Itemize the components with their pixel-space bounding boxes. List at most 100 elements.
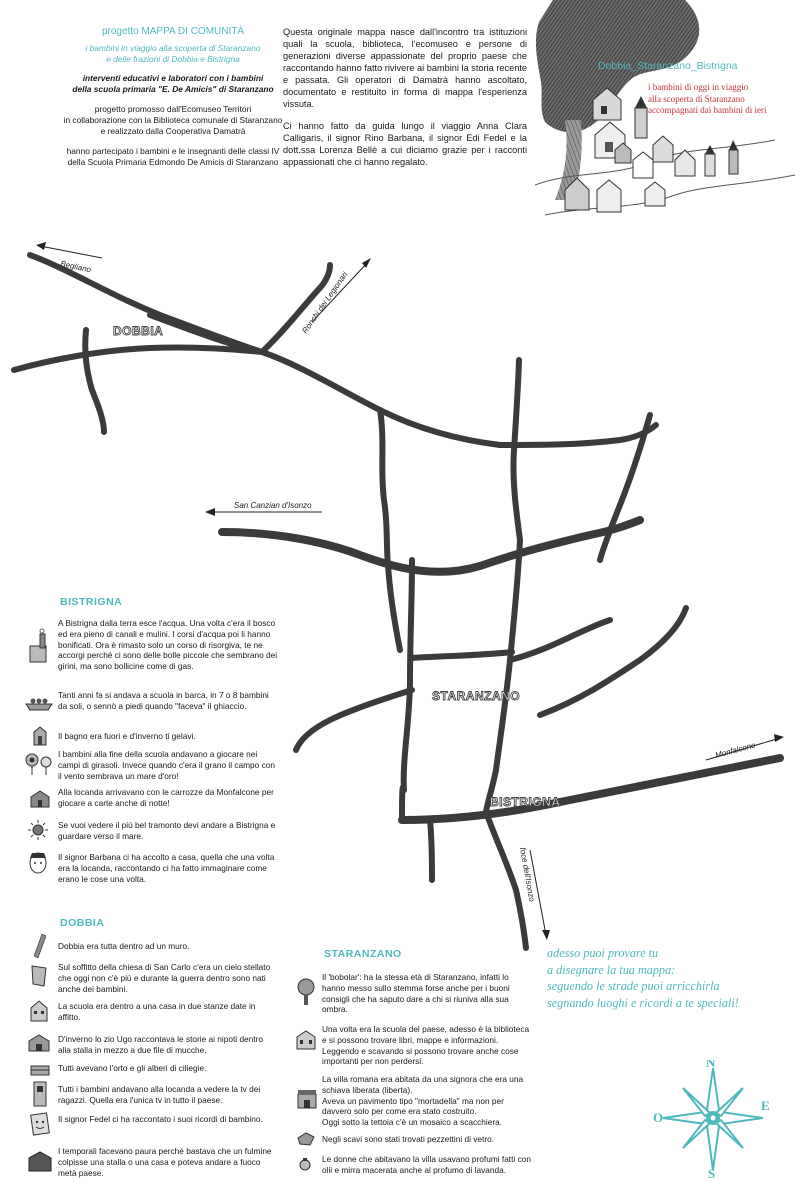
project-participants: hanno partecipato i bambini e le insegna… — [66, 146, 280, 167]
list-item: Le donne che abitavano la villa usavano … — [322, 1154, 531, 1175]
sunflower-icon — [25, 753, 52, 775]
road-north-1 — [377, 407, 391, 568]
road-center-cross — [409, 649, 515, 661]
road-dobbia-south — [82, 327, 107, 435]
section-title-bistrigna: BISTRIGNA — [60, 596, 123, 608]
list-item: I bambini alla fine della scuola andavan… — [58, 749, 275, 781]
arrow-ronchi — [311, 258, 371, 323]
town-bistrigna: BISTRIGNA — [490, 795, 561, 809]
closing-message: adesso puoi provare tu a disegnare la tu… — [547, 946, 739, 1010]
storm-icon — [28, 1151, 52, 1172]
library-icon — [296, 1030, 316, 1050]
town-dobbia: DOBBIA — [113, 324, 163, 338]
project-credits: progetto MAPPA DI COMUNITÀ i bambini in … — [48, 26, 298, 177]
intro-paragraph: Questa originale mappa nasce dall'incont… — [283, 27, 527, 109]
list-item: I temporali facevano paura perché bastav… — [58, 1146, 272, 1178]
compass-west: O — [653, 1110, 663, 1125]
road-dobbia-east — [147, 312, 503, 448]
list-item: Il bagno era fuori e d'inverno ti gelavi… — [58, 731, 196, 741]
illustration-caption: i bambini di oggi in viaggio alla scoper… — [648, 82, 767, 115]
town-staranzano: STARANZANO — [432, 689, 520, 703]
project-subtitle: i bambini in viaggio alla scoperta di St… — [85, 43, 261, 64]
house-icon — [652, 135, 674, 163]
label-san-canzian: San Canzian d'Isonzo — [234, 501, 312, 510]
tree-crown — [535, 0, 700, 133]
list-item: Tutti avevano l'orto e gli alberi di cil… — [58, 1063, 207, 1073]
list-item: Dobbia era tutta dentro ad un muro. — [58, 941, 190, 951]
road-bistrigna-south — [427, 817, 435, 883]
arrow-san-canzian — [205, 508, 322, 516]
road-north-2 — [510, 357, 523, 543]
house-icon — [564, 177, 590, 211]
road-center-cross-2 — [507, 617, 613, 663]
section-title-dobbia: DOBBIA — [60, 917, 105, 929]
list-item: Negli scavi sono stati trovati pezzettin… — [322, 1134, 495, 1144]
label-foce: foce dell'Isonzo — [518, 847, 536, 903]
arrow-foce — [529, 849, 550, 940]
list-item: La scuola era dentro a una casa in due s… — [58, 1001, 256, 1022]
stable-icon — [28, 1034, 50, 1052]
road-west-diag — [293, 687, 415, 753]
sun-icon — [28, 820, 48, 840]
project-activities: interventi educativi e laboratori con i … — [72, 73, 274, 94]
list-item: A Bistrigna dalla terra esce l'acqua. Un… — [58, 618, 278, 672]
road-center-2 — [400, 557, 415, 793]
inn-icon — [30, 790, 50, 808]
boat-icon — [25, 698, 53, 711]
list-item: Sul soffitto della chiesa di San Carlo c… — [58, 962, 271, 994]
house-icon — [592, 87, 622, 121]
road-monfalcone — [398, 754, 784, 824]
portrait-icon — [29, 852, 47, 874]
road-center-1 — [385, 562, 403, 653]
compass-rose-icon: N E S O — [653, 1060, 770, 1178]
house-icon — [644, 181, 666, 207]
list-item: Il 'bobolar': ha la stessa età di Staran… — [322, 972, 510, 1015]
tower-icon — [728, 140, 739, 175]
road-north-3 — [497, 422, 659, 448]
illustration-title: Dobbia_Staranzano_Bistrigna — [598, 60, 738, 72]
list-item: D'inverno lo zio Ugo raccontava le stori… — [58, 1034, 263, 1055]
ceiling-icon — [31, 965, 47, 987]
list-item: Il signor Barbana ci ha accolto a casa, … — [58, 852, 275, 884]
villa-icon — [297, 1090, 317, 1109]
list-item: Alla locanda arrivavano con le carrozze … — [58, 787, 274, 808]
perfume-icon — [299, 1158, 311, 1171]
school-icon — [30, 1000, 48, 1022]
road-map: Begliano Ronchi dei Legionari San Canzia… — [11, 242, 784, 951]
church-icon — [634, 96, 648, 139]
tower-icon — [704, 145, 716, 177]
label-monfalcone: Monfalcone — [714, 740, 757, 760]
compass-east: E — [761, 1098, 770, 1113]
road-bistrigna-west — [483, 767, 499, 815]
intro-text: Questa originale mappa nasce dall'incont… — [283, 26, 527, 178]
tv-icon — [33, 1081, 47, 1107]
road-ronchi — [259, 262, 333, 355]
road-san-canzian — [218, 516, 644, 576]
arrow-monfalcone — [705, 734, 784, 761]
road-foce — [483, 809, 529, 951]
factory-icon — [29, 628, 47, 663]
village-illustration — [535, 0, 796, 216]
tree-icon — [297, 978, 315, 1005]
road-bistrigna-north — [399, 784, 407, 823]
project-title: progetto MAPPA DI COMUNITÀ — [101, 26, 245, 37]
wall-icon — [34, 934, 46, 958]
road-east-diag — [537, 605, 689, 718]
house-icon — [674, 149, 696, 177]
road-northeast — [597, 412, 653, 563]
section-title-staranzano: STARANZANO — [324, 948, 402, 960]
list-item: Tanti anni fa si andava a scuola in barc… — [58, 690, 269, 711]
outhouse-icon — [33, 726, 47, 746]
compass-south: S — [708, 1166, 715, 1178]
list-item: Una volta era la scuola del paese, adess… — [322, 1024, 530, 1067]
garden-icon — [30, 1065, 50, 1076]
list-item: La villa romana era abitata da una signo… — [322, 1074, 524, 1128]
face-icon — [30, 1112, 50, 1136]
list-item: Il signor Fedel ci ha raccontato i suoi … — [58, 1114, 263, 1124]
house-icon — [614, 142, 632, 164]
house-icon — [596, 179, 622, 213]
house-icon — [632, 151, 654, 179]
list-item: Se vuoi vedere il più bel tramonto devi … — [58, 820, 276, 841]
compass-north: N — [706, 1060, 716, 1070]
project-promoters: progetto promosso dall'Ecomuseo Territor… — [63, 104, 283, 136]
